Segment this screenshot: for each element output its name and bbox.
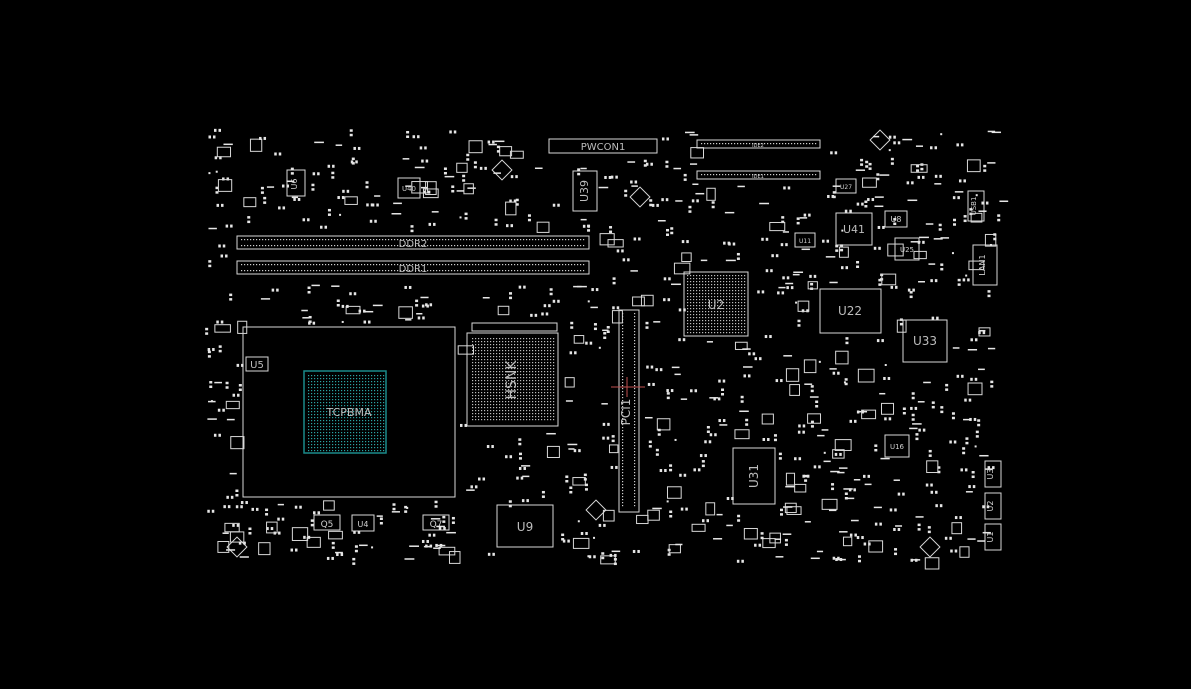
pci1-label: PCI1 bbox=[619, 399, 633, 426]
u4-label: U4 bbox=[358, 520, 369, 529]
u6-chip[interactable]: U6 bbox=[286, 169, 306, 197]
ddr2-slot[interactable]: DDR2 bbox=[236, 235, 590, 250]
u9-chip[interactable]: U9 bbox=[496, 504, 554, 548]
u41-chip[interactable]: U41 bbox=[835, 212, 873, 246]
u1-chip[interactable]: U1 bbox=[984, 523, 1002, 551]
u2-right-chip[interactable]: U2 bbox=[984, 492, 1002, 520]
u2-label: U2 bbox=[708, 298, 724, 312]
ide2-label: IDE2 bbox=[752, 143, 764, 149]
u39-label: U39 bbox=[578, 180, 591, 202]
pci1-slot[interactable]: PCI1 bbox=[611, 309, 645, 513]
u31-label: U31 bbox=[747, 464, 761, 488]
u33-label: U33 bbox=[913, 334, 937, 348]
ddr1-slot[interactable]: DDR1 bbox=[236, 260, 590, 275]
lan1-label: LAN1 bbox=[978, 254, 987, 275]
u33-chip[interactable]: U33 bbox=[902, 319, 948, 363]
u31-chip[interactable]: U31 bbox=[732, 447, 776, 505]
u9-label: U9 bbox=[517, 520, 533, 534]
usb1-connector[interactable]: USB1 bbox=[967, 190, 985, 222]
u16-label: U16 bbox=[890, 443, 905, 451]
u5-label: U5 bbox=[250, 360, 264, 371]
u40-label: U40 bbox=[402, 185, 416, 193]
u6-label: U6 bbox=[290, 179, 299, 190]
q7-transistor[interactable]: Q7 bbox=[422, 514, 450, 531]
u39-chip[interactable]: U39 bbox=[572, 170, 598, 212]
u22-label: U22 bbox=[838, 304, 862, 318]
ddr1-label: DDR1 bbox=[399, 264, 428, 275]
u41-label: U41 bbox=[843, 223, 865, 236]
lan1-connector[interactable]: LAN1 bbox=[972, 244, 998, 286]
tcpbma-label: TCPBMA bbox=[326, 406, 372, 419]
u16-chip[interactable]: U16 bbox=[884, 434, 910, 458]
q5-label: Q5 bbox=[321, 520, 334, 530]
hsnk-label: HSNK bbox=[504, 360, 520, 400]
pwcon1-label: PWCON1 bbox=[581, 142, 626, 153]
small-components bbox=[205, 128, 1009, 570]
u4-chip[interactable]: U4 bbox=[351, 514, 375, 532]
u25-chip[interactable]: U25 bbox=[894, 237, 920, 261]
u3-chip[interactable]: U3 bbox=[984, 460, 1002, 488]
u2-right-label: U2 bbox=[986, 501, 995, 512]
u22-chip[interactable]: U22 bbox=[819, 288, 882, 334]
pwcon1-connector[interactable]: PWCON1 bbox=[548, 138, 658, 154]
ide1-label: IDE1 bbox=[752, 174, 764, 180]
cpu-socket[interactable]: TCPBMA bbox=[242, 326, 456, 498]
usb1-label: USB1 bbox=[970, 197, 978, 216]
ddr2-label: DDR2 bbox=[399, 239, 428, 250]
q7-label: Q7 bbox=[430, 520, 443, 530]
q5-transistor[interactable]: Q5 bbox=[313, 514, 341, 531]
u25-label: U25 bbox=[900, 246, 914, 254]
ide2-header[interactable]: IDE2 bbox=[696, 139, 821, 149]
u27-label: U27 bbox=[840, 184, 852, 191]
u2-chip[interactable]: U2 bbox=[683, 271, 749, 337]
u1-label: U1 bbox=[986, 532, 995, 543]
u11-chip[interactable]: U11 bbox=[794, 232, 816, 248]
u5-chip[interactable]: U5 bbox=[245, 356, 269, 372]
u3-label: U3 bbox=[986, 469, 995, 480]
u11-label: U11 bbox=[799, 238, 811, 245]
hsnk-chip[interactable]: HSNK bbox=[466, 322, 559, 427]
u40-chip[interactable]: U40 bbox=[397, 177, 421, 199]
ide1-header[interactable]: IDE1 bbox=[696, 170, 821, 180]
